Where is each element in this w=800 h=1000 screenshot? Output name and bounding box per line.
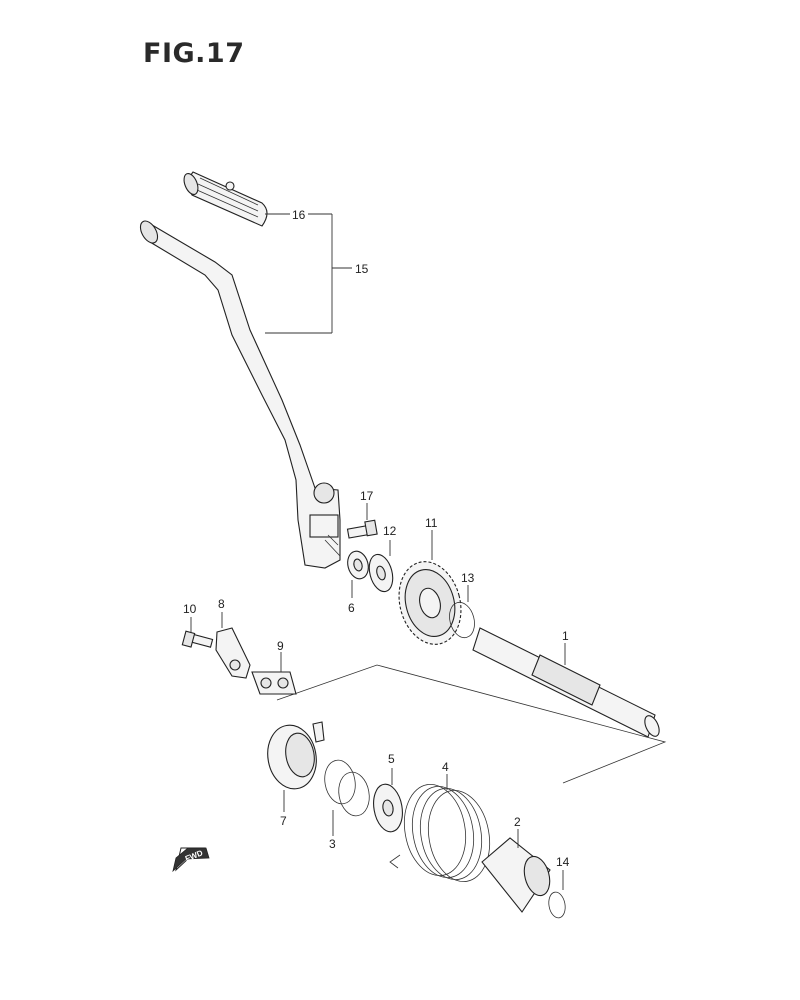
callout-11: 11 bbox=[425, 516, 438, 530]
callout-15: 15 bbox=[355, 262, 369, 276]
callout-10: 10 bbox=[183, 602, 197, 616]
callout-labels: 16 15 17 12 11 13 6 1 10 8 9 5 4 7 3 2 1… bbox=[183, 208, 570, 869]
spacer-2-part bbox=[481, 829, 551, 913]
callout-14: 14 bbox=[556, 855, 570, 869]
circlip-14-part bbox=[548, 870, 566, 919]
callout-9: 9 bbox=[277, 639, 284, 653]
figure-title: FIG.17 bbox=[143, 38, 245, 69]
washer-12-part bbox=[368, 540, 394, 593]
callout-5: 5 bbox=[388, 752, 395, 766]
callout-bracket-15-16 bbox=[265, 213, 352, 334]
plate-9-part bbox=[251, 652, 297, 695]
plate-8-part bbox=[215, 612, 251, 679]
washer-5-part bbox=[373, 768, 403, 833]
forward-direction-marker: FWD bbox=[172, 847, 210, 873]
guide-7-part bbox=[267, 721, 325, 812]
bolt-10-part bbox=[181, 617, 214, 648]
callout-4: 4 bbox=[442, 760, 449, 774]
callout-17: 17 bbox=[360, 489, 374, 503]
kick-spring-4-part bbox=[389, 774, 491, 882]
callout-8: 8 bbox=[218, 597, 225, 611]
assembly-outline bbox=[276, 664, 667, 784]
callout-6: 6 bbox=[348, 601, 355, 615]
kick-gear-11-part bbox=[398, 530, 462, 645]
bolt-17-part bbox=[346, 503, 378, 539]
callout-2: 2 bbox=[514, 815, 521, 829]
kick-shaft-1-part bbox=[472, 627, 660, 738]
callout-3: 3 bbox=[329, 837, 336, 851]
callout-7: 7 bbox=[280, 814, 287, 828]
kick-lever-part bbox=[139, 220, 341, 569]
circlip-13-part bbox=[449, 585, 475, 639]
callout-13: 13 bbox=[461, 571, 475, 585]
spring-3-part bbox=[324, 759, 370, 836]
callout-1: 1 bbox=[562, 629, 569, 643]
washer-6-part bbox=[347, 550, 369, 598]
kick-grip-part bbox=[183, 171, 268, 227]
callout-12: 12 bbox=[383, 524, 397, 538]
callout-16: 16 bbox=[292, 208, 306, 222]
